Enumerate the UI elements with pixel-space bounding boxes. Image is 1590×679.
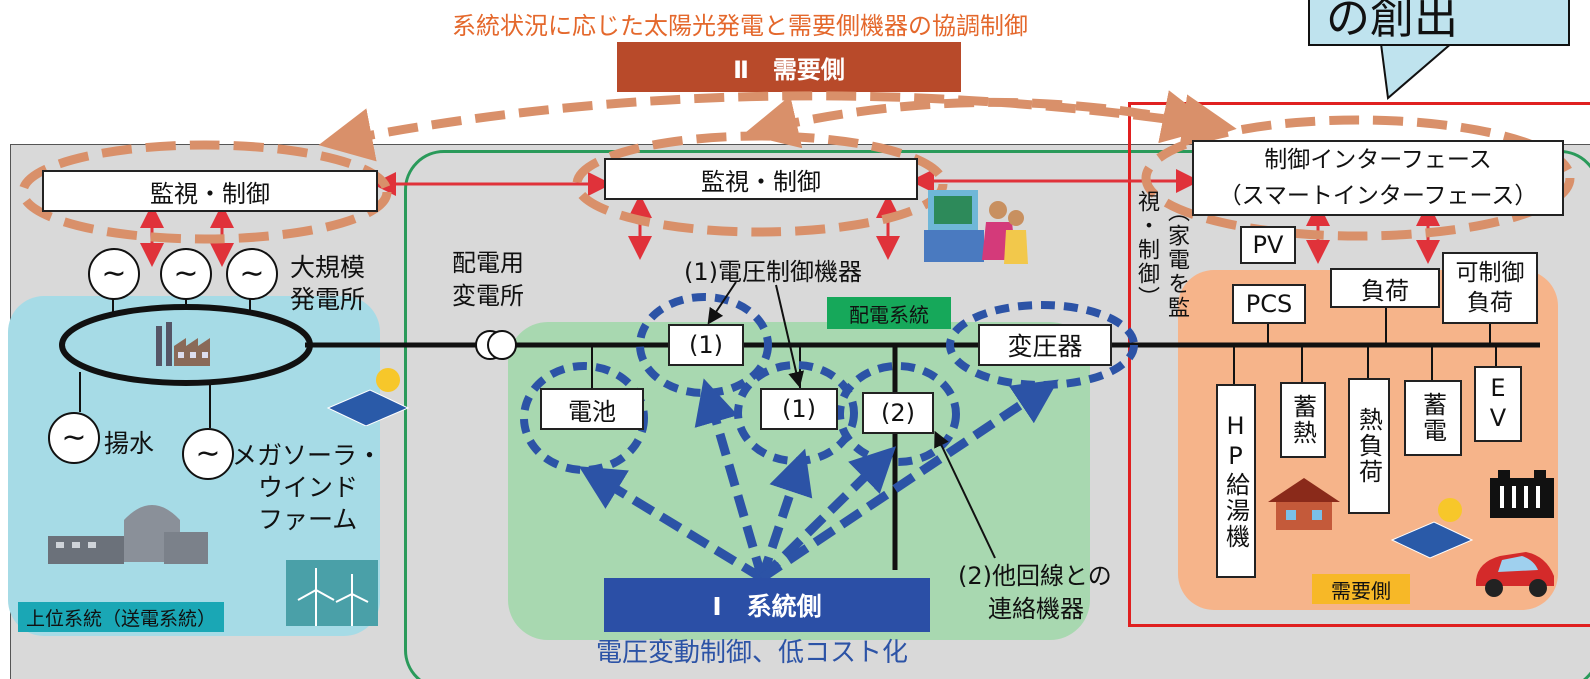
substation-label: 配電用 <box>452 249 524 277</box>
plant-label: 大規模 <box>290 253 366 282</box>
solar-panel-icon <box>1390 498 1474 559</box>
demand-red-border <box>1128 102 1590 627</box>
link-device-label: 連絡機器 <box>988 595 1084 623</box>
power-plant-icon <box>48 505 208 564</box>
node-label: (1) <box>689 331 723 359</box>
pcs-label: PCS <box>1245 290 1293 318</box>
device-highlight <box>734 361 858 465</box>
battery-label: 電池 <box>568 397 616 426</box>
distribution-system-label: 配電系統 <box>827 297 951 329</box>
node-label: (1) <box>782 395 816 423</box>
demand-side-label: 需要側 <box>1312 574 1410 604</box>
pointer-arrow <box>775 284 804 388</box>
system-arrow <box>758 446 897 582</box>
area-label: 上位系統（送電系統） <box>18 602 225 632</box>
device-highlight <box>946 301 1138 389</box>
mega-solar-label: メガソーラ・ <box>232 441 383 470</box>
electric-storage-label: 蓄電 <box>1418 392 1447 444</box>
heat-pump-label: HP給湯機 <box>1221 412 1250 550</box>
heat-load-label: 熱負荷 <box>1354 407 1383 485</box>
operator-icon <box>924 190 1028 264</box>
load-label: 負荷 <box>1361 276 1409 305</box>
system-arrow <box>757 448 813 580</box>
demand-banner: Ⅱ 需要側 <box>617 42 961 92</box>
monitor-highlight-left <box>18 140 392 244</box>
ev-box: EV <box>1474 366 1522 442</box>
pv-label: PV <box>1252 231 1284 259</box>
pumped-label: 揚水 <box>104 429 155 458</box>
distribution-system-text: 配電系統 <box>849 302 929 327</box>
device-highlight <box>636 293 772 397</box>
heat-pump-box: HP給湯機 <box>1216 384 1256 578</box>
node-label: (2) <box>881 399 915 427</box>
load-box: 負荷 <box>1330 268 1440 308</box>
plant-label: 発電所 <box>290 285 366 314</box>
home-control-vertical-text: 視・制御） <box>1134 190 1159 310</box>
heat-load-box: 熱負荷 <box>1348 378 1390 514</box>
demand-side-text: 需要側 <box>1331 578 1391 603</box>
house-icon <box>1268 478 1340 530</box>
electric-car-icon <box>1476 552 1554 597</box>
mega-solar-label: ファーム <box>258 505 358 534</box>
interface-title: 制御インターフェース <box>1264 147 1492 173</box>
voltage-device-label: (1)電圧制御機器 <box>684 258 862 286</box>
system-arrow <box>578 466 765 582</box>
controllable-load-label: 可制御 負荷 <box>1455 260 1525 316</box>
left-monitor-label: 監視・制御 <box>150 179 270 208</box>
electric-storage-box: 蓄電 <box>1404 380 1462 456</box>
generator-icon: ∼ <box>88 248 140 300</box>
pointer-arrow <box>707 281 737 325</box>
center-monitor-label: 監視・制御 <box>701 167 821 196</box>
transformer-label: 変圧器 <box>1007 332 1083 361</box>
device-highlight <box>836 362 960 466</box>
wind-farm-icon <box>286 560 378 626</box>
solar-panel-icon <box>326 368 410 426</box>
link-device-label: (2)他回線との <box>958 562 1112 590</box>
system-arrow <box>759 379 1059 582</box>
interface-box: 制御インターフェース （スマートインターフェース） <box>1192 140 1564 216</box>
system-banner-label: Ⅰ 系統側 <box>712 592 822 621</box>
home-control-vertical-text: （家電を監 <box>1164 200 1189 320</box>
device-highlight <box>520 362 648 474</box>
bottom-caption: 電圧変動制御、低コスト化 <box>596 638 909 668</box>
substation-label: 変電所 <box>452 282 524 310</box>
pcs-box: PCS <box>1232 284 1306 324</box>
node-box: (1) <box>668 324 744 366</box>
heat-storage-box: 蓄熱 <box>1280 382 1326 458</box>
generator-icon: ∼ <box>226 248 278 300</box>
pointer-arrow <box>934 430 996 559</box>
coordination-arc <box>743 90 1217 149</box>
node-box: (1) <box>760 388 838 430</box>
generator-icon: ∼ <box>182 428 234 480</box>
area-label-text: 上位系統（送電系統） <box>26 607 217 630</box>
substation-symbol <box>487 330 517 360</box>
demand-banner-label: Ⅱ 需要側 <box>733 55 845 84</box>
battery-icon <box>1490 470 1554 518</box>
pv-box: PV <box>1240 226 1296 264</box>
interface-subtitle: （スマートインターフェース） <box>1218 183 1538 209</box>
ev-label: EV <box>1484 374 1512 434</box>
callout-box <box>1308 0 1570 46</box>
controllable-load-box: 可制御 負荷 <box>1442 252 1538 324</box>
generator-icon: ∼ <box>160 248 212 300</box>
center-monitor-box: 監視・制御 <box>604 158 918 200</box>
battery-box: 電池 <box>540 388 644 430</box>
node-box: (2) <box>862 392 934 434</box>
top-caption: 系統状況に応じた太陽光発電と需要側機器の協調制御 <box>452 12 1028 40</box>
mega-solar-label: ウインド <box>258 473 359 502</box>
system-banner: Ⅰ 系統側 <box>604 578 930 632</box>
left-monitor-box: 監視・制御 <box>42 170 378 212</box>
factory-icon <box>156 322 210 366</box>
generator-icon: ∼ <box>48 412 100 464</box>
heat-storage-label: 蓄熱 <box>1288 394 1317 446</box>
transformer-box: 変圧器 <box>978 324 1112 366</box>
callout-text: の創出 <box>1326 0 1458 44</box>
interface-highlight <box>1141 115 1575 241</box>
